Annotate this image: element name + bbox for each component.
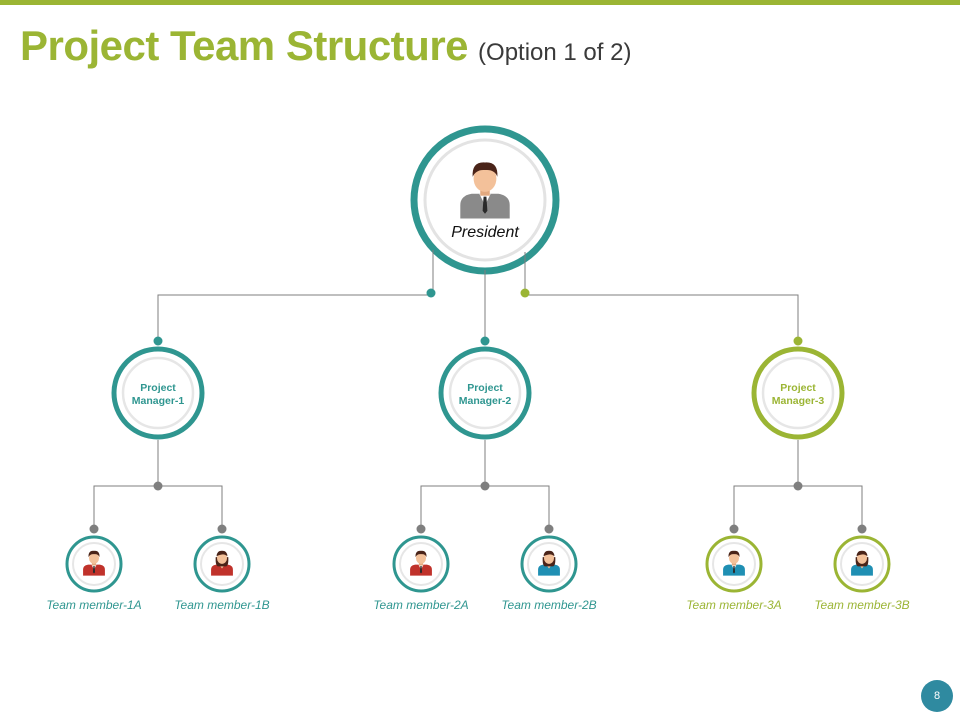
person-male-red-icon [410,550,432,576]
member-3a-dot [729,524,739,534]
manager-3-label: Project [780,382,816,394]
member-3b-dot [857,524,867,534]
member-1a-dot [89,524,99,534]
title-block: Project Team Structure (Option 1 of 2) [20,22,631,70]
person-male-suit-icon [460,162,510,219]
manager-3-junction-dot [793,481,803,491]
manager-1-inner-ring [121,356,195,430]
manager-1-label: Project [140,382,176,394]
manager-1-member-bracket [93,485,223,526]
person-male-red-icon [83,550,105,576]
member-3b-label: Team member-3B [814,598,909,612]
page-number-badge: 8 [921,680,953,712]
manager-1-junction-dot [153,481,163,491]
manager-1-label: Manager-1 [132,395,185,407]
member-1a-label: Team member-1A [46,598,141,612]
manager-3-member-bracket [733,485,863,526]
manager-2-member-bracket [420,485,550,526]
person-female-blue-icon [538,550,560,576]
connector-to-manager-1 [157,294,433,340]
connector-to-manager-3 [525,294,799,340]
manager-3-inner-ring [761,356,835,430]
manager-1-top-dot [153,336,163,346]
connector-dot-teal [426,288,436,298]
person-female-blue-icon [851,550,873,576]
top-accent-bar [0,0,960,5]
manager-2-top-dot [480,336,490,346]
page-title: Project Team Structure [20,22,469,69]
manager-2-label: Project [467,382,503,394]
connector-dot-green [520,288,530,298]
member-3a-label: Team member-3A [686,598,781,612]
president-label: President [451,224,519,241]
member-1b-dot [217,524,227,534]
member-2a-dot [416,524,426,534]
person-female-red-icon [211,550,233,576]
member-2b-dot [544,524,554,534]
manager-2-junction-dot [480,481,490,491]
manager-2-inner-ring [448,356,522,430]
member-1b-label: Team member-1B [174,598,269,612]
manager-3-label: Manager-3 [772,395,825,407]
manager-3-top-dot [793,336,803,346]
member-2a-label: Team member-2A [373,598,468,612]
person-male-blue-icon [723,550,745,576]
member-2b-label: Team member-2B [501,598,596,612]
manager-2-label: Manager-2 [459,395,512,407]
page-subtitle: (Option 1 of 2) [478,39,632,66]
